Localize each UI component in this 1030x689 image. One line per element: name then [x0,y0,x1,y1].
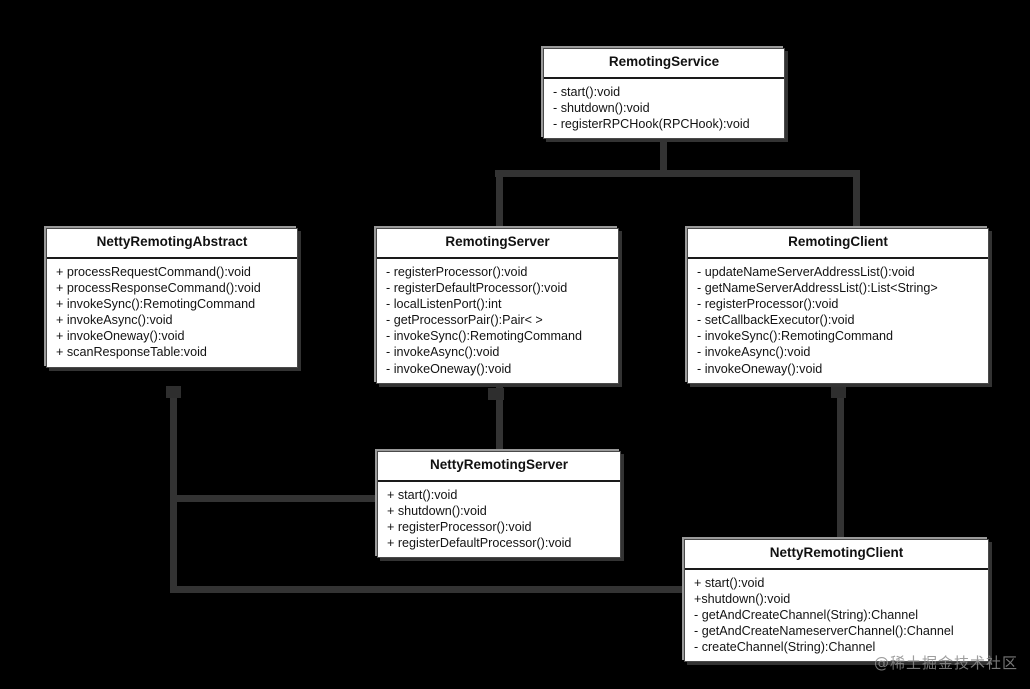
class-member: - registerDefaultProcessor():void [386,280,568,295]
class-members: - registerProcessor():void - registerDef… [377,259,618,383]
class-box-remoting-service[interactable]: RemotingService - start():void - shutdow… [543,48,785,140]
class-member: - invokeSync():RemotingCommand [697,329,893,344]
class-members: - start():void - shutdown():void - regis… [544,79,784,138]
class-member: - getAndCreateNameserverChannel():Channe… [694,624,954,639]
class-member: + invokeAsync():void [56,313,173,328]
class-member: - invokeAsync():void [697,345,811,360]
class-box-remoting-client[interactable]: RemotingClient - updateNameServerAddress… [687,228,989,384]
stub-abstract-bottom [166,386,181,398]
class-members: - updateNameServerAddressList():void - g… [688,259,988,383]
class-member: - start():void [553,84,621,99]
class-title: NettyRemotingServer [378,452,620,482]
connector-remoting-client-to-netty-client [837,386,844,542]
class-box-netty-remoting-client[interactable]: NettyRemotingClient + start():void +shut… [684,539,989,663]
class-member: - shutdown():void [553,100,650,115]
class-member: + processResponseCommand():void [56,280,261,295]
class-member: - setCallbackExecutor():void [697,313,855,328]
class-member: - registerRPCHook(RPCHook):void [553,117,750,132]
class-members: + start():void +shutdown():void - getAnd… [685,570,988,662]
class-member: - invokeOneway():void [386,361,512,376]
class-members: + processRequestCommand():void + process… [47,259,297,367]
connector-service-down [660,126,667,176]
class-title: RemotingClient [688,229,988,259]
connector-abstract-down-2 [170,495,177,593]
class-member: - invokeSync():RemotingCommand [386,329,582,344]
class-title: NettyRemotingAbstract [47,229,297,259]
class-member: + start():void [387,487,458,502]
connector-bus-to-remoting-client [853,170,860,228]
class-title: NettyRemotingClient [685,540,988,570]
class-member: + shutdown():void [387,503,487,518]
class-member: - getNameServerAddressList():List<String… [697,280,938,295]
class-member: - invokeOneway():void [697,361,823,376]
class-box-remoting-server[interactable]: RemotingServer - registerProcessor():voi… [376,228,619,384]
stub-remoting-client-bottom [831,386,846,398]
class-member: + invokeSync():RemotingCommand [56,297,256,312]
class-member: - updateNameServerAddressList():void [697,264,915,279]
class-member: + scanResponseTable:void [56,345,207,360]
stub-remoting-server-bottom [488,388,504,400]
class-member: - createChannel(String):Channel [694,640,876,655]
connector-service-bus [495,170,860,177]
class-box-netty-remoting-abstract[interactable]: NettyRemotingAbstract + processRequestCo… [46,228,298,368]
class-member: + invokeOneway():void [56,329,185,344]
class-member: + start():void [694,575,765,590]
class-member: + processRequestCommand():void [56,264,251,279]
class-member: + registerProcessor():void [387,520,532,535]
connector-abstract-to-netty-server [170,495,385,502]
connector-bus-to-remoting-server [496,170,503,228]
class-member: +shutdown():void [694,591,791,606]
connector-remoting-server-to-netty-server [496,386,503,453]
class-member: - invokeAsync():void [386,345,500,360]
class-member: - getAndCreateChannel(String):Channel [694,608,919,623]
class-title: RemotingService [544,49,784,79]
connector-abstract-to-netty-client [170,586,692,593]
class-member: - getProcessorPair():Pair< > [386,313,543,328]
watermark-text: @稀土掘金技术社区 [873,654,1018,672]
class-box-netty-remoting-server[interactable]: NettyRemotingServer + start():void + shu… [377,451,621,559]
class-members: + start():void + shutdown():void + regis… [378,482,620,557]
class-member: - localListenPort():int [386,297,502,312]
class-member: - registerProcessor():void [386,264,528,279]
class-member: + registerDefaultProcessor():void [387,536,572,551]
class-title: RemotingServer [377,229,618,259]
connector-abstract-down [170,386,177,502]
class-member: - registerProcessor():void [697,297,839,312]
